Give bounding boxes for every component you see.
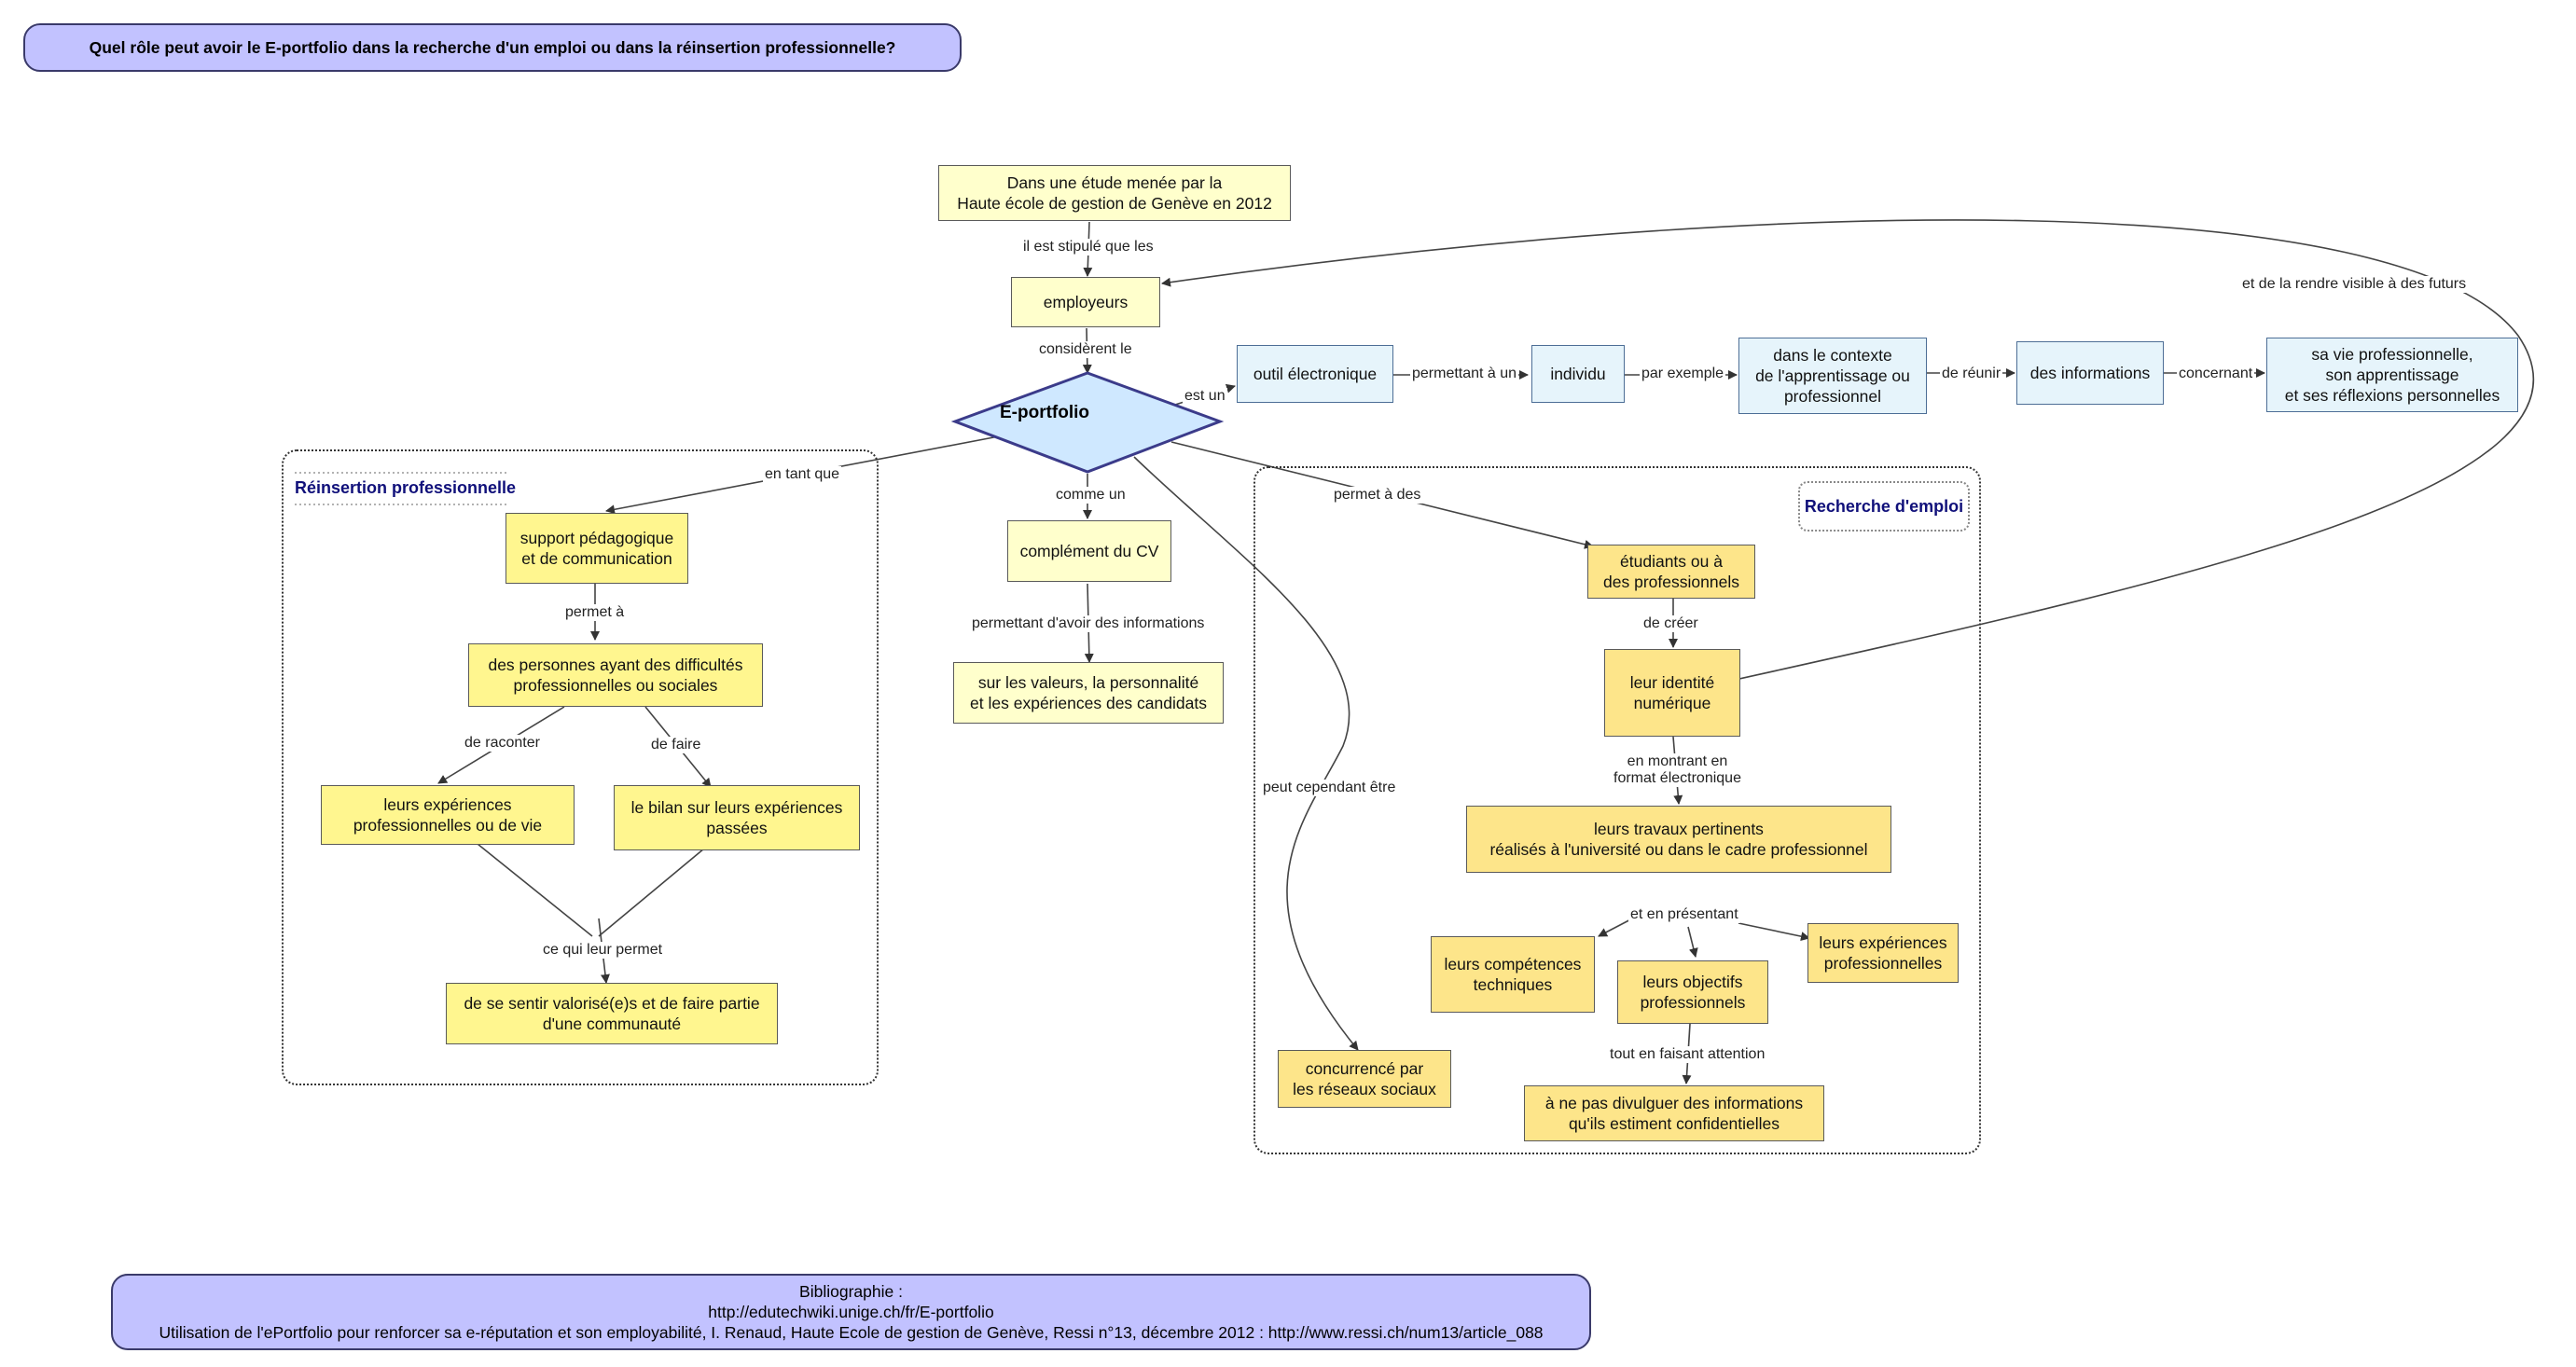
node-etude: Dans une étude menée par la Haute école …	[938, 165, 1291, 221]
node-vie: sa vie professionnelle, son apprentissag…	[2266, 338, 2518, 412]
node-etudiants: étudiants ou à des professionnels	[1587, 545, 1755, 599]
edge-label-comme-un: comme un	[1054, 487, 1128, 504]
edge-label-concernant: concernant	[2177, 366, 2255, 382]
node-contexte: dans le contexte de l'apprentissage ou p…	[1738, 338, 1927, 414]
node-valorise: de se sentir valorisé(e)s et de faire pa…	[446, 983, 778, 1044]
node-divulguer: à ne pas divulguer des informations qu'i…	[1524, 1085, 1824, 1141]
edge-label-permet-a-des: permet à des	[1332, 487, 1423, 504]
bibliography-heading: Bibliographie :	[799, 1282, 903, 1301]
edge-label-de-raconter: de raconter	[463, 735, 542, 752]
group-recherche	[1253, 466, 1981, 1154]
node-travaux: leurs travaux pertinents réalisés à l'un…	[1466, 806, 1891, 873]
bibliography-line-1: http://edutechwiki.unige.ch/fr/E-portfol…	[708, 1303, 994, 1321]
edge-label-en-montrant: en montrant en format électronique	[1612, 753, 1743, 787]
group-label-recherche: Recherche d'emploi	[1798, 481, 1970, 532]
node-identite: leur identité numérique	[1604, 649, 1740, 737]
edge-label-ce-qui: ce qui leur permet	[541, 942, 665, 959]
edge-ce-qui-join-1	[477, 843, 593, 937]
node-experiences-vie: leurs expériences professionnelles ou de…	[321, 785, 575, 845]
edge-rendre-visible	[1161, 219, 2534, 680]
group-label-reinsertion: Réinsertion professionnelle	[295, 478, 517, 497]
edge-label-et-en-presentant: et en présentant	[1628, 906, 1740, 923]
eportfolio-diamond	[950, 371, 1225, 474]
node-informations: des informations	[2016, 341, 2164, 405]
edge-peut-cependant	[1133, 456, 1359, 1051]
edge-label-de-reunir: de réunir	[1940, 366, 2003, 382]
node-objectifs: leurs objectifs professionnels	[1617, 960, 1768, 1024]
edge-presentant-3	[1738, 922, 1810, 942]
node-competences: leurs compétences techniques	[1431, 936, 1595, 1013]
node-eportfolio: E-portfolio	[999, 403, 1090, 422]
edge-label-en-tant-que: en tant que	[763, 466, 842, 483]
edge-label-tout-en: tout en faisant attention	[1608, 1046, 1767, 1063]
node-valeurs: sur les valeurs, la personnalité et les …	[953, 662, 1224, 724]
page-title: Quel rôle peut avoir le E-portfolio dans…	[23, 23, 962, 72]
edge-label-rendre-visible: et de la rendre visible à des futurs	[2240, 276, 2469, 293]
node-bilan: le bilan sur leurs expériences passées	[614, 785, 860, 850]
node-individu: individu	[1531, 345, 1625, 403]
node-support: support pédagogique et de communication	[506, 513, 688, 584]
edge-label-par-exemple: par exemple	[1640, 366, 1726, 382]
bibliography-line-2: Utilisation de l'ePortfolio pour renforc…	[159, 1323, 1544, 1342]
edge-label-est-un: est un	[1183, 388, 1227, 405]
edge-label-de-creer: de créer	[1641, 615, 1700, 632]
group-reinsertion	[282, 449, 879, 1085]
edge-ce-qui-join-2	[598, 848, 705, 937]
node-personnes: des personnes ayant des difficultés prof…	[468, 643, 763, 707]
edge-label-de-faire: de faire	[649, 737, 703, 753]
edge-label-permettant-avoir: permettant d'avoir des informations	[970, 615, 1207, 632]
node-outil: outil électronique	[1237, 345, 1393, 403]
node-complement: complément du CV	[1007, 520, 1171, 582]
bibliography: Bibliographie : http://edutechwiki.unige…	[111, 1274, 1591, 1350]
edge-presentant-2	[1687, 926, 1698, 958]
edge-label-peut-cependant: peut cependant être	[1261, 780, 1398, 796]
node-exp-pro: leurs expériences professionnelles	[1807, 923, 1959, 983]
node-employeurs: employeurs	[1011, 277, 1160, 327]
node-concurrence: concurrencé par les réseaux sociaux	[1278, 1050, 1451, 1108]
edge-label-considerent: considèrent le	[1037, 341, 1134, 358]
edge-label-stipule: il est stipulé que les	[1021, 239, 1156, 255]
edge-label-permet-a: permet à	[563, 604, 627, 621]
group-label-underline	[295, 472, 509, 505]
edge-label-permettant-a-un: permettant à un	[1410, 366, 1519, 382]
